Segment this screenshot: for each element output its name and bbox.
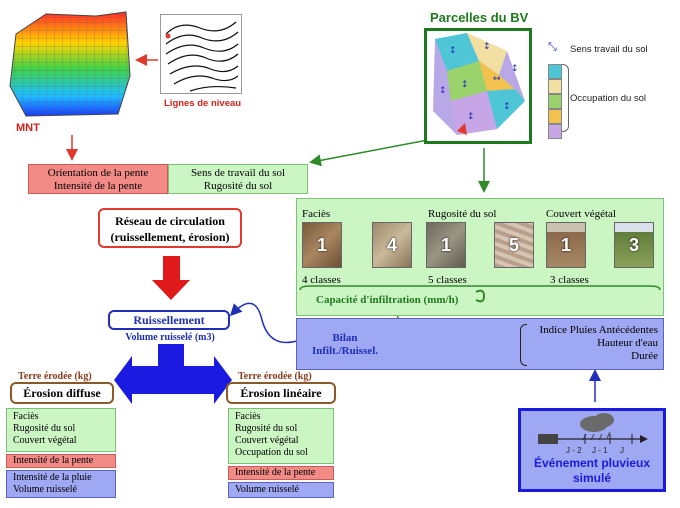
svg-text:↔: ↔: [493, 74, 501, 84]
event-line1: Événement pluvieux: [533, 456, 651, 470]
blue-split-arrow: [114, 344, 232, 404]
network-line2: (ruissellement, érosion): [110, 230, 230, 244]
diffuse-eroded-soil: Terre érodée (kg): [18, 371, 92, 382]
linear-item: Faciès: [235, 411, 261, 422]
diffuse-slope: Intensité de la pente: [13, 455, 94, 466]
event-line2: simulé: [572, 471, 611, 485]
bilan-water-height: Hauteur d'eau: [597, 337, 658, 349]
legend-work-label: Sens travail du sol: [570, 44, 648, 55]
cover-photo-1: 1: [546, 222, 586, 268]
network-box: Réseau de circulation (ruissellement, ér…: [98, 208, 242, 248]
bilan-brace: [520, 324, 527, 366]
diffuse-item: Couvert végétal: [13, 435, 77, 446]
svg-text:↕: ↕: [461, 80, 469, 90]
linear-item: Occupation du sol: [235, 447, 308, 458]
work-direction-legend-icon: ⤡: [548, 40, 557, 53]
facies-classes: 4 classes: [302, 274, 341, 286]
parcels-map: ↕ ↕ ↕ ↔ ↕ ↕ ↕ ↕: [424, 28, 532, 144]
slope-box: Orientation de la pente Intensité de la …: [28, 164, 168, 194]
rain-event-title: Événement pluvieux simulé: [520, 456, 664, 486]
legend-occupation-label: Occupation du sol: [570, 93, 647, 104]
svg-text:↕: ↕: [503, 102, 511, 112]
facies-label: Faciès: [302, 208, 331, 220]
linear-pink-box: Intensité de la pente: [228, 466, 334, 480]
bilan-panel: [296, 318, 664, 370]
facies-photo-1: 1: [302, 222, 342, 268]
diffuse-volume: Volume ruisselé: [13, 484, 77, 495]
diffuse-item: Faciès: [13, 411, 39, 422]
diffuse-rain: Intensité de la pluie: [13, 472, 92, 483]
roughness-photo-1: 1: [426, 222, 466, 268]
facies-photo-2: 4: [372, 222, 412, 268]
bilan-title: Bilan Infilt./Ruissel.: [300, 332, 390, 358]
runoff-box: Ruissellement: [108, 310, 230, 330]
diffuse-item: Rugosité du sol: [13, 423, 76, 434]
bilan-line1: Bilan: [332, 332, 358, 344]
cover-label: Couvert végétal: [546, 208, 616, 220]
legend-swatch: [548, 64, 562, 79]
roughness-classes: 5 classes: [428, 274, 467, 286]
diffuse-blue-box: Intensité de la pluie Volume ruisselé: [6, 470, 116, 498]
network-line1: Réseau de circulation: [115, 214, 225, 228]
diffuse-green-box: Faciès Rugosité du sol Couvert végétal: [6, 408, 116, 452]
contour-label: Lignes de niveau: [164, 98, 242, 109]
svg-text:↕: ↕: [467, 112, 475, 122]
arrow-parcels-to-boxes: [309, 139, 429, 167]
diffuse-pink-box: Intensité de la pente: [6, 454, 116, 468]
infiltration-panel: [296, 198, 664, 316]
legend-swatch: [548, 94, 562, 109]
legend-swatch: [548, 124, 562, 139]
work-box: Sens de travail du sol Rugosité du sol: [168, 164, 308, 194]
diffuse-erosion-title: Érosion diffuse: [10, 382, 114, 404]
slope-intensity: Intensité de la pente: [53, 180, 143, 192]
svg-text:↕: ↕: [511, 64, 519, 74]
event-tick-2: J - 1: [592, 446, 608, 455]
mnt-label: MNT: [16, 122, 40, 134]
linear-blue-box: Volume ruisselé: [228, 482, 334, 498]
parcels-title: Parcelles du BV: [430, 10, 529, 25]
legend-swatch: [548, 79, 562, 94]
linear-item: Couvert végétal: [235, 435, 299, 446]
mnt-surface: [6, 6, 134, 122]
roughness-photo-2: 5: [494, 222, 534, 268]
event-tick-1: J - 2: [566, 446, 582, 455]
work-direction: Sens de travail du sol: [190, 167, 286, 179]
svg-text:↕: ↕: [439, 86, 447, 96]
bilan-inputs: Indice Pluies Antécédentes Hauteur d'eau…: [530, 324, 658, 363]
svg-text:↕: ↕: [449, 46, 457, 56]
cover-classes: 3 classes: [550, 274, 589, 286]
cover-photo-2: 3: [614, 222, 654, 268]
work-roughness: Rugosité du sol: [203, 180, 273, 192]
contour-map: [160, 14, 242, 94]
roughness-label: Rugosité du sol: [428, 208, 497, 220]
linear-item: Rugosité du sol: [235, 423, 298, 434]
legend-swatch: [548, 109, 562, 124]
bilan-antecedent: Indice Pluies Antécédentes: [539, 324, 658, 336]
runoff-volume: Volume ruisselé (m3): [125, 332, 215, 343]
linear-eroded-soil: Terre érodée (kg): [238, 371, 312, 382]
runoff-title: Ruissellement: [133, 313, 205, 327]
slope-orientation: Orientation de la pente: [47, 167, 149, 179]
linear-slope: Intensité de la pente: [235, 467, 316, 478]
bilan-duration: Durée: [631, 350, 658, 362]
event-tick-3: J: [620, 446, 624, 455]
linear-volume: Volume ruisselé: [235, 484, 299, 495]
infiltration-capacity: Capacité d'infiltration (mm/h): [316, 294, 459, 306]
bilan-line2: Infilt./Ruissel.: [311, 345, 378, 357]
svg-text:↕: ↕: [483, 42, 491, 52]
linear-erosion-title: Érosion linéaire: [226, 382, 336, 404]
arrow-bilan-to-ruissellement: [229, 302, 301, 344]
occupation-legend-swatches: [548, 64, 562, 139]
red-down-arrow: [152, 256, 190, 300]
linear-green-box: Faciès Rugosité du sol Couvert végétal O…: [228, 408, 334, 464]
